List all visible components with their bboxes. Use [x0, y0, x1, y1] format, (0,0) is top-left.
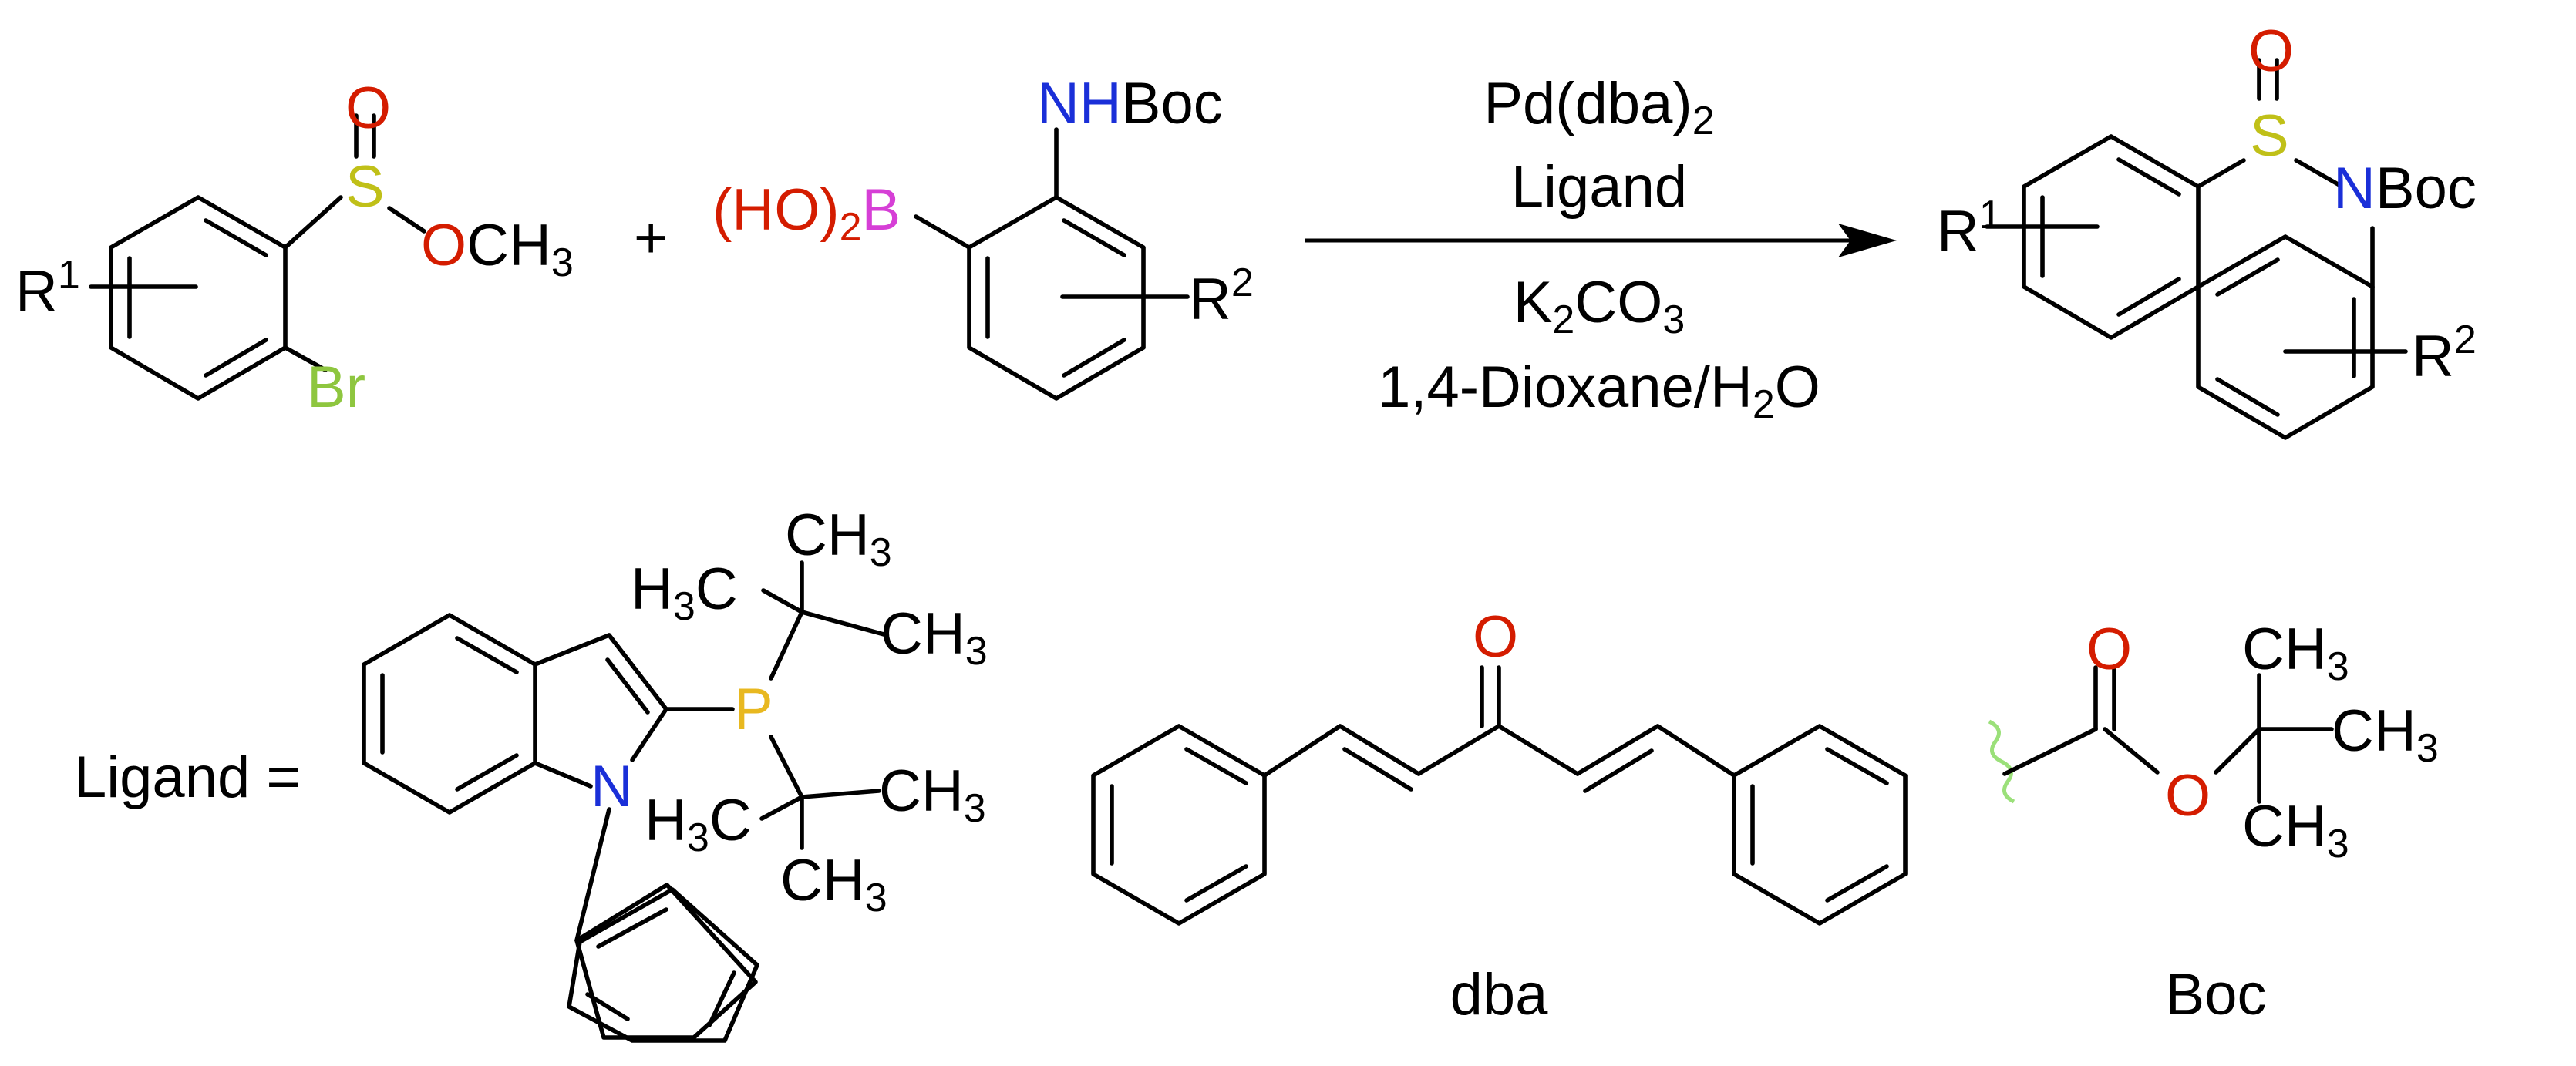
catalyst-label: Pd(dba)2	[1483, 71, 1714, 143]
reactant-sulfinate-ester: R1 S O OCH3 Br	[15, 76, 574, 420]
right-benzene-ring	[2196, 234, 2375, 440]
phosphine-bonds	[664, 560, 889, 850]
boc-structure: O O CH3 CH3 CH3 Boc	[1988, 617, 2439, 1027]
dba-chain	[1262, 665, 1736, 793]
r1-label: R1	[15, 253, 80, 325]
nhboc-label: NHBoc	[1037, 71, 1223, 136]
ligand-condition-label: Ligand	[1511, 154, 1687, 220]
ligand-equals-label: Ligand =	[74, 745, 301, 810]
boc-bonds	[2002, 665, 2334, 804]
reactant-boronic-acid: NHBoc (HO)2B R2	[712, 71, 1254, 401]
boc-ester-oxygen: O	[2165, 763, 2211, 829]
phosphorus-atom: P	[734, 677, 773, 742]
dba-caption: dba	[1450, 962, 1549, 1027]
ch3-bottom: CH3	[780, 848, 887, 920]
plus-sign: +	[634, 205, 668, 271]
bond-lines	[89, 113, 426, 372]
nitrogen-atom: N	[591, 754, 633, 819]
ch3-lower-right: CH3	[879, 758, 986, 831]
bond-lines	[914, 127, 1190, 299]
reaction-conditions: Pd(dba)2 Ligand K2CO3 1,4-Dioxane/H2O	[1378, 71, 1820, 427]
h3c-lower: H3C	[645, 788, 752, 860]
bond-lines	[1985, 58, 2408, 354]
oxygen-double: O	[345, 76, 391, 141]
boc-ch3-bot: CH3	[2242, 794, 2349, 866]
indole-pyrrole-bonds	[533, 633, 668, 789]
boronic-acid-label: (HO)2B	[712, 177, 901, 250]
nboc-label: NBoc	[2333, 156, 2477, 221]
h3c-upper: H3C	[631, 557, 738, 629]
ester-oxygen-methyl: OCH3	[421, 213, 574, 285]
boc-carbonyl-oxygen: O	[2086, 617, 2132, 682]
left-benzene-ring	[2022, 134, 2201, 340]
dba-left-phenyl	[1091, 724, 1267, 926]
dba-right-phenyl	[1732, 724, 1908, 926]
dba-oxygen: O	[1473, 604, 1518, 670]
sulfur-atom: S	[345, 154, 385, 220]
boc-ch3-top: CH3	[2242, 617, 2349, 689]
oxygen-atom: O	[2248, 18, 2294, 84]
r2-label: R2	[1189, 261, 1254, 332]
sulfur-atom: S	[2250, 103, 2289, 169]
r1-label: R1	[1937, 193, 2002, 264]
ch3-upper-right: CH3	[881, 601, 988, 674]
reaction-arrow	[1305, 224, 1897, 257]
boc-ch3-mid: CH3	[2332, 698, 2439, 771]
solvent-label: 1,4-Dioxane/H2O	[1378, 355, 1820, 427]
benzene-ring	[109, 195, 288, 401]
ch3-top: CH3	[785, 503, 892, 575]
dba-structure: O dba	[1091, 604, 1908, 1027]
bromine-atom: Br	[307, 355, 365, 420]
boc-caption: Boc	[2166, 962, 2267, 1027]
ligand-structure: Ligand =	[74, 503, 988, 1043]
boc-wavy-bond	[1988, 719, 2015, 804]
base-label: K2CO3	[1514, 270, 1685, 342]
product-structure: O S NBoc R1 R2	[1937, 18, 2477, 440]
indole-benzene-ring	[362, 613, 537, 815]
phenyl-ring-visible	[567, 887, 759, 1043]
r2-label: R2	[2412, 318, 2477, 389]
